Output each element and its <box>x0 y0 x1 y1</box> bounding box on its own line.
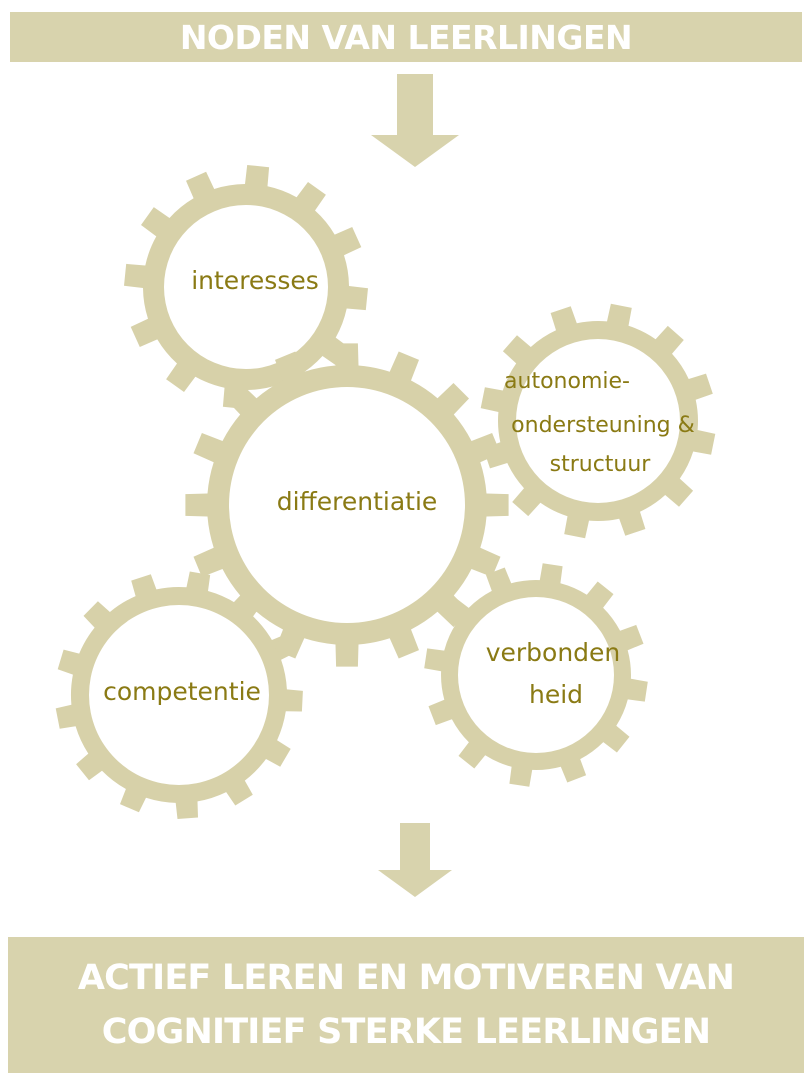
gear-label-differentiatie: differentiatie <box>277 487 438 516</box>
arrow-down-bottom <box>378 823 452 897</box>
gear-interesses-icon <box>124 165 368 409</box>
gear-interesses-center <box>164 205 328 369</box>
gear-label-competentie: competentie <box>103 677 261 706</box>
gear-label-autonomie-1: autonomie- <box>504 369 630 394</box>
top-banner <box>10 12 802 62</box>
gear-autonomie-icon <box>480 303 716 539</box>
gear-label-autonomie-2: ondersteuning & <box>511 413 695 438</box>
gear-verbondenheid-center <box>458 597 614 753</box>
gear-label-interesses: interesses <box>191 266 319 295</box>
gear-autonomie-center <box>516 339 680 503</box>
gear-differentiatie-center <box>229 387 465 623</box>
gear-label-autonomie-3: structuur <box>550 452 652 477</box>
bottom-banner-line-2: COGNITIEF STERKE LEERLINGEN <box>101 1012 711 1052</box>
bottom-banner-line-1: ACTIEF LEREN EN MOTIVEREN VAN <box>77 958 735 998</box>
gear-label-verbondenheid-2: heid <box>529 680 583 709</box>
gear-label-verbondenheid-1: verbonden <box>486 638 621 667</box>
gear-competentie-center <box>89 605 269 785</box>
gear-verbondenheid-icon <box>424 563 648 787</box>
bottom-banner-title: ACTIEF LEREN EN MOTIVEREN VAN COGNITIEF … <box>8 937 804 1073</box>
bottom-banner <box>8 937 804 1073</box>
top-banner-title: NODEN VAN LEERLINGEN <box>179 17 633 57</box>
arrow-down-top <box>371 74 459 167</box>
